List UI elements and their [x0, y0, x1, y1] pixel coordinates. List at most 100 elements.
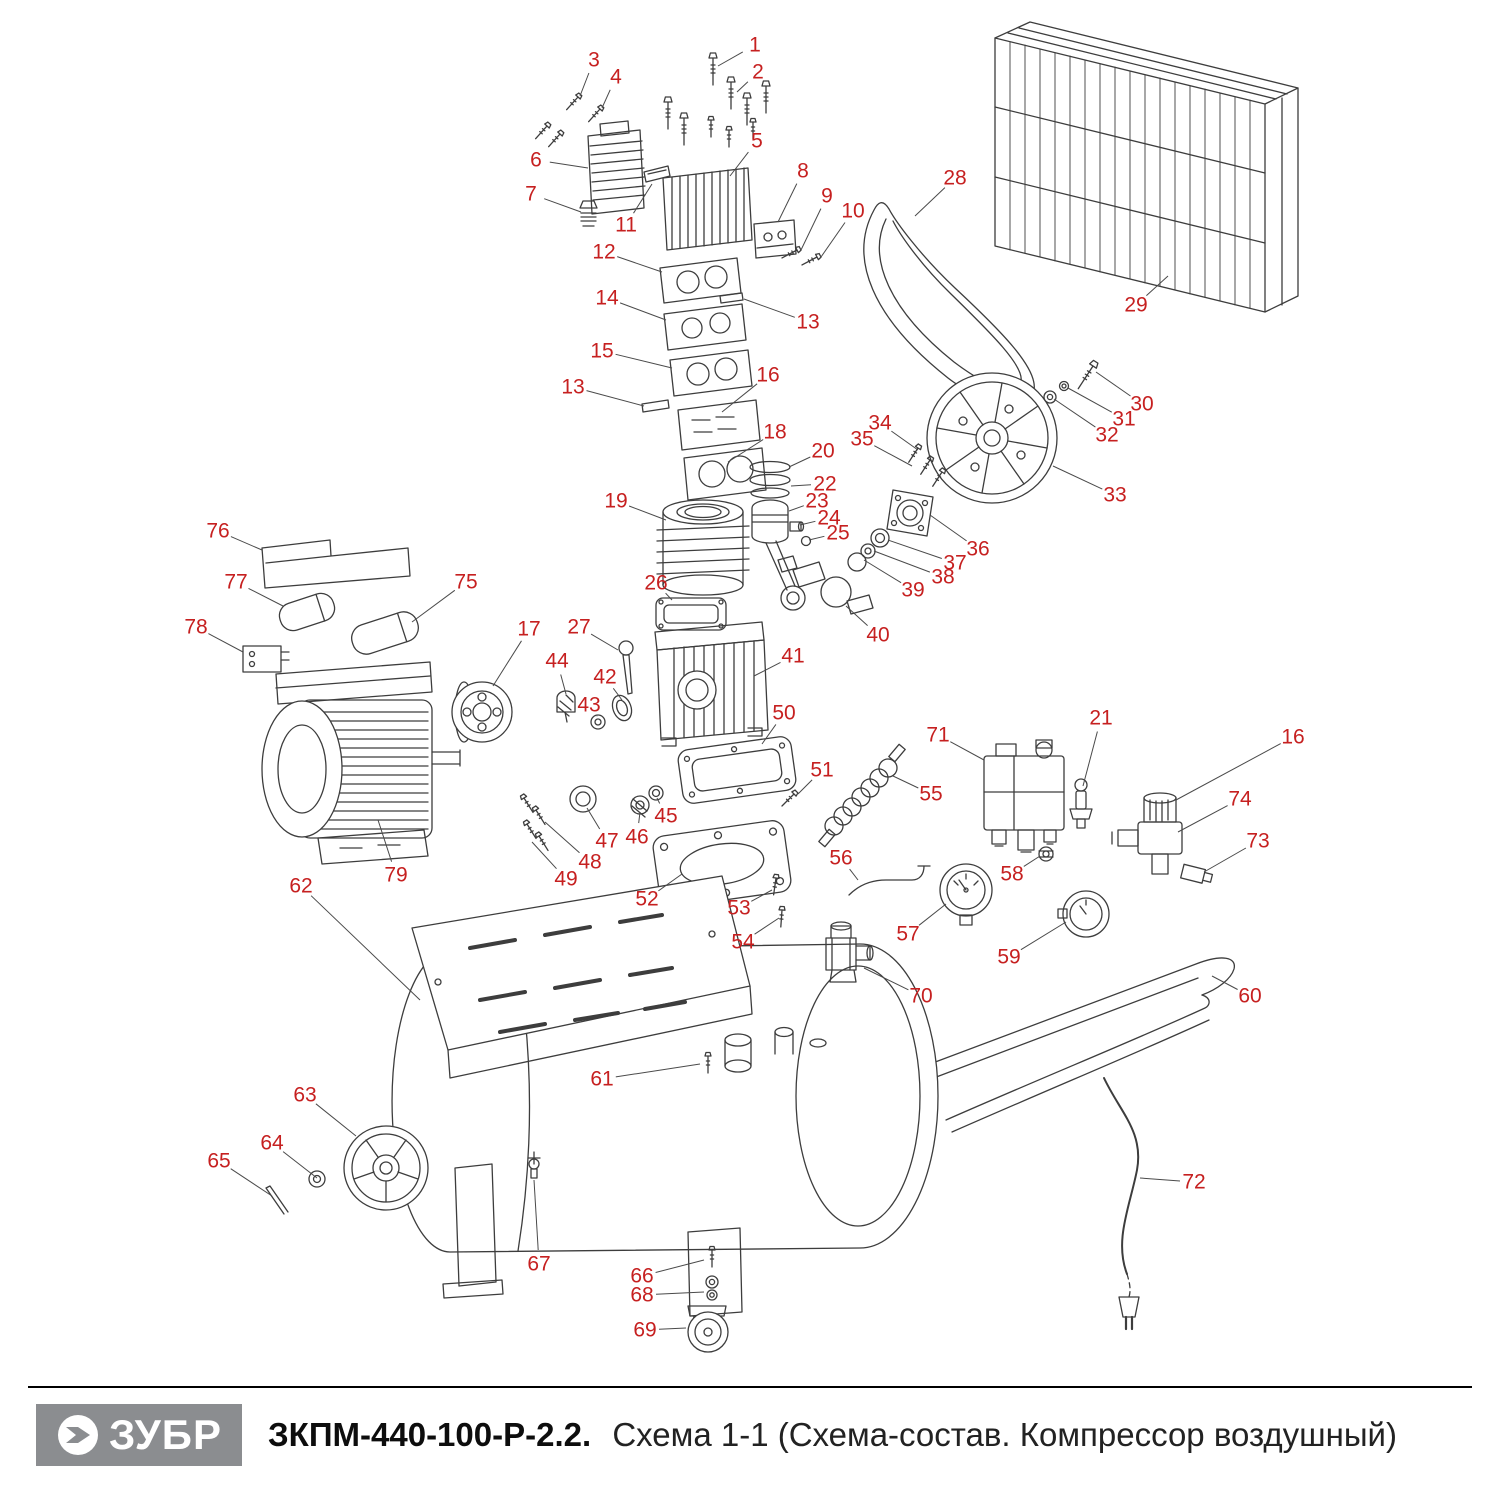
callout-22: 22 [813, 472, 837, 496]
mounting-platform [411, 875, 753, 1079]
callout-1: 1 [749, 33, 761, 57]
callout-49: 49 [554, 867, 578, 891]
callout-29: 29 [1124, 293, 1148, 317]
callout-14: 14 [595, 286, 619, 310]
callout-30: 30 [1130, 392, 1154, 416]
callout-64: 64 [260, 1131, 284, 1155]
tank-ports [724, 1026, 827, 1073]
bearing-flange [847, 489, 934, 572]
breather-hose [818, 743, 906, 848]
model-number: ЗКПМ-440-100-Р-2.2. [268, 1416, 592, 1453]
caster-fasteners [705, 1245, 719, 1301]
callout-40: 40 [866, 623, 890, 647]
callout-59: 59 [997, 945, 1021, 969]
callout-16: 16 [1281, 725, 1305, 749]
callout-39: 39 [901, 578, 925, 602]
fitting-58 [1038, 846, 1054, 862]
motor-pulley [451, 681, 513, 743]
callout-23: 23 [805, 489, 829, 513]
plug-fitting [579, 200, 598, 227]
callout-72: 72 [1182, 1170, 1206, 1194]
callout-79: 79 [384, 863, 408, 887]
callout-15: 15 [590, 339, 614, 363]
cylinder-head [662, 167, 753, 251]
callout-8: 8 [797, 159, 809, 183]
callout-35: 35 [850, 427, 874, 451]
electric-motor [261, 661, 461, 865]
callout-12: 12 [592, 240, 616, 264]
callout-38: 38 [931, 565, 955, 589]
callout-7: 7 [525, 182, 537, 206]
callout-77: 77 [224, 570, 248, 594]
belt-guard-grille [994, 21, 1299, 313]
callout-69: 69 [633, 1318, 657, 1342]
cylinder [656, 499, 750, 596]
base-gasket [677, 736, 797, 804]
callout-66: 66 [630, 1264, 654, 1288]
callout-13: 13 [796, 310, 820, 334]
callout-53: 53 [727, 896, 751, 920]
callout-2: 2 [752, 60, 764, 84]
callout-67: 67 [527, 1252, 551, 1276]
callout-48: 48 [578, 850, 602, 874]
piston-assembly [749, 460, 812, 611]
callout-11: 11 [615, 213, 637, 237]
callout-10: 10 [841, 199, 865, 223]
callout-45: 45 [654, 804, 678, 828]
capacitors [278, 592, 419, 655]
pressure-gauge-small [1057, 890, 1110, 938]
callout-47: 47 [595, 829, 619, 853]
callout-17: 17 [517, 617, 541, 641]
callout-6: 6 [530, 148, 542, 172]
callout-71: 71 [926, 723, 950, 747]
callout-58: 58 [1000, 862, 1024, 886]
callout-78: 78 [184, 615, 208, 639]
callout-16: 16 [756, 363, 780, 387]
callout-34: 34 [868, 411, 892, 435]
callout-61: 61 [590, 1067, 614, 1091]
callout-26: 26 [644, 571, 668, 595]
callout-37: 37 [943, 551, 967, 575]
callout-13: 13 [561, 375, 585, 399]
crankshaft [777, 555, 874, 615]
callout-32: 32 [1095, 423, 1119, 447]
figure-caption: ЗКПМ-440-100-Р-2.2. Схема 1-1 (Схема-сос… [268, 1416, 1397, 1454]
callout-44: 44 [545, 649, 569, 673]
oil-dipstick [618, 640, 634, 695]
callout-52: 52 [635, 887, 659, 911]
pressure-gauge-large [939, 863, 993, 926]
callout-43: 43 [577, 693, 601, 717]
power-cord [1103, 1077, 1140, 1331]
callout-68: 68 [630, 1283, 654, 1307]
callout-75: 75 [454, 570, 478, 594]
callout-65: 65 [207, 1149, 231, 1173]
callout-4: 4 [610, 65, 622, 89]
flywheel-fan [926, 372, 1058, 504]
callout-57: 57 [896, 922, 920, 946]
callout-21: 21 [1089, 706, 1113, 730]
callout-20: 20 [811, 439, 835, 463]
brand-logo: ЗУБР [36, 1404, 242, 1466]
scheme-title: Схема 1-1 (Схема-состав. Компрессор возд… [612, 1416, 1397, 1453]
crankcase [654, 621, 769, 747]
callout-63: 63 [293, 1083, 317, 1107]
callout-3: 3 [588, 48, 600, 72]
callout-28: 28 [943, 166, 967, 190]
callout-74: 74 [1228, 787, 1252, 811]
callout-62: 62 [289, 874, 313, 898]
air-filter-parts [556, 690, 633, 730]
brand-name: ЗУБР [108, 1411, 223, 1458]
flywheel-fasteners [1043, 358, 1100, 404]
callout-73: 73 [1246, 829, 1270, 853]
drain-cock [527, 1151, 541, 1179]
callout-19: 19 [604, 489, 628, 513]
terminal-block [242, 645, 290, 673]
pressure-regulator [1111, 792, 1214, 884]
tank-supports [442, 1163, 743, 1317]
callout-70: 70 [909, 984, 933, 1008]
callout-56: 56 [829, 846, 853, 870]
footer: ЗУБР ЗКПМ-440-100-Р-2.2. Схема 1-1 (Схем… [36, 1400, 1466, 1470]
callout-18: 18 [763, 420, 787, 444]
